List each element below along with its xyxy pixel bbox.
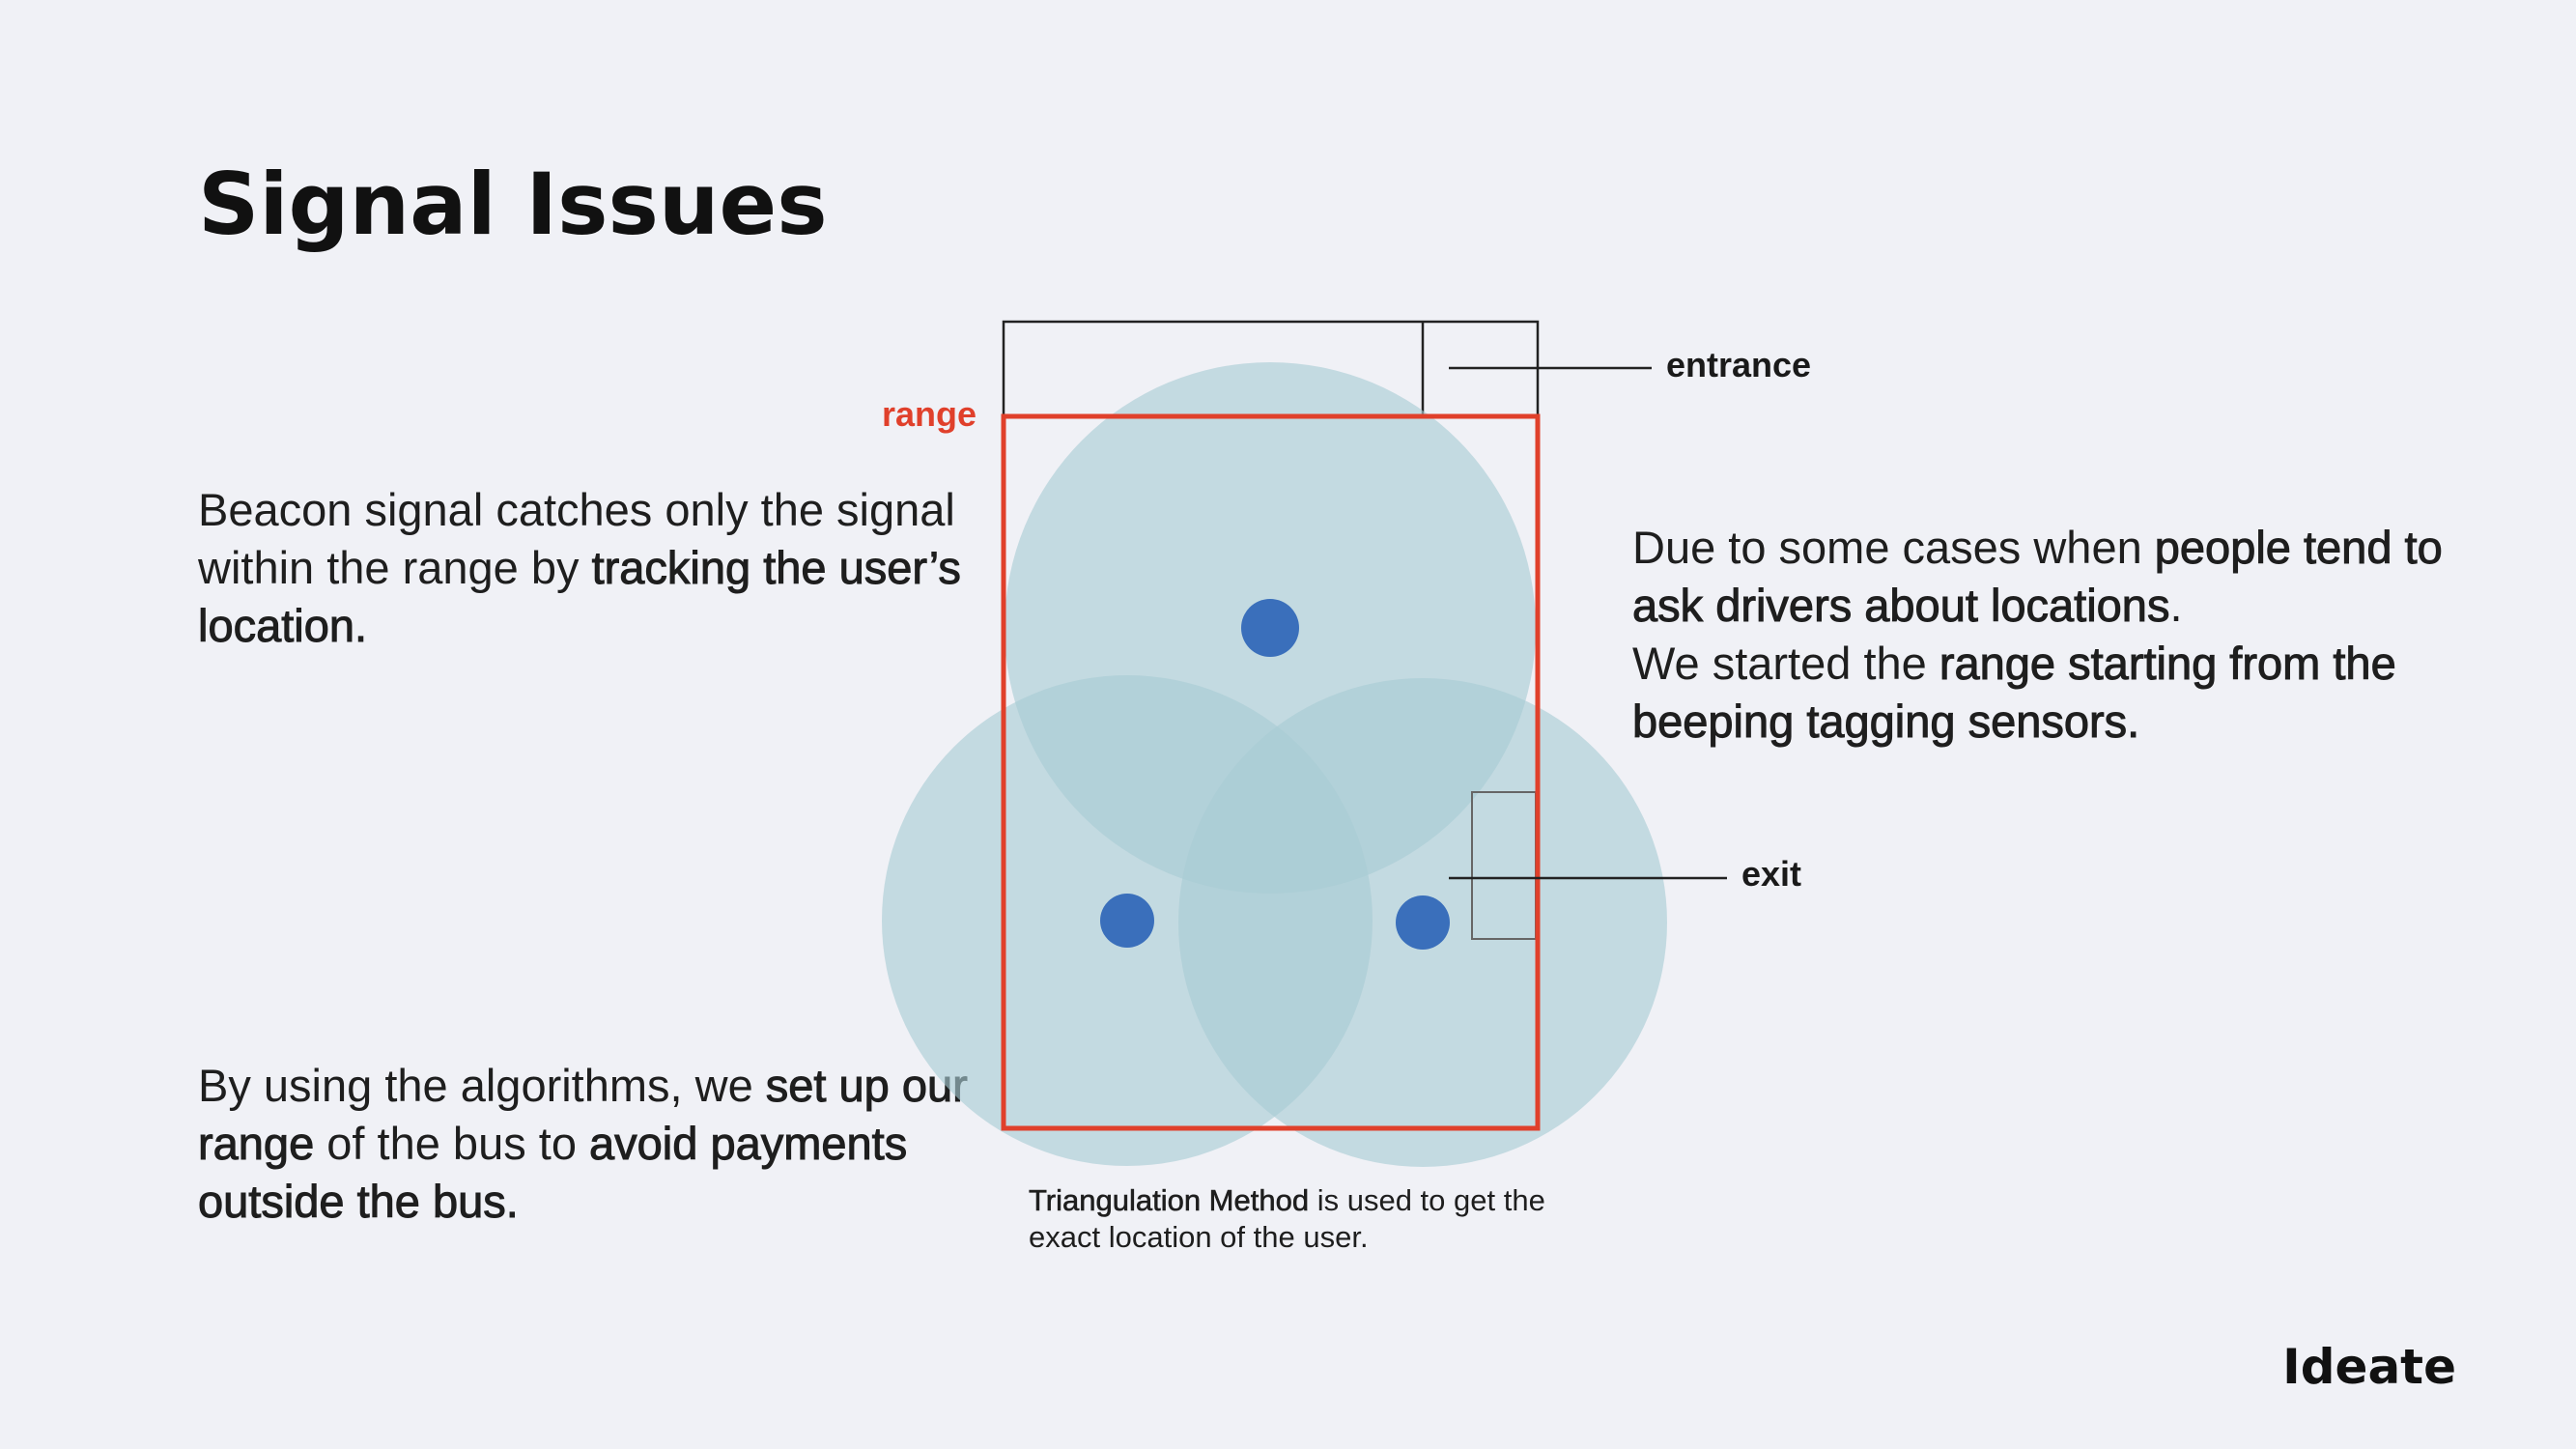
range-reason-plain-1: Due to some cases when [1632, 522, 2155, 573]
algorithm-description: By using the algorithms, we set up our r… [197, 1057, 971, 1231]
brand-logo: Ideate [2282, 1339, 2456, 1395]
coverage-circles [882, 362, 1667, 1167]
algorithm-description-plain-1: By using the algorithms, we [198, 1060, 766, 1111]
beacon-left [1100, 894, 1154, 948]
range-reason-plain-2: . [2169, 580, 2183, 631]
triangulation-caption: Triangulation Method is used to get the … [1029, 1182, 1570, 1256]
range-boundary [1001, 413, 1541, 1131]
algorithm-description-plain-2: of the bus to [314, 1118, 590, 1169]
range-reason-emphasis-1: people tend to ask drivers about locatio… [1632, 522, 2444, 632]
range-reason-description: Due to some cases when people tend to as… [1632, 519, 2463, 751]
algorithm-description-emphasis-2: avoid payments outside the bus. [197, 1118, 908, 1228]
beacon-top [1241, 599, 1299, 657]
triangulation-caption-emphasis: Triangulation Method [1029, 1183, 1310, 1218]
entrance-label: entrance [1666, 345, 1811, 384]
triangulation-caption-plain: is used to get the exact location of the… [1029, 1183, 1545, 1254]
exit-label: exit [1741, 854, 1801, 894]
beacon-description-emphasis: tracking the user’s location. [198, 542, 962, 652]
beacon-description-plain: Beacon signal catches only the signal wi… [198, 484, 955, 593]
range-label: range [882, 394, 977, 434]
range-reason-emphasis-2: range starting from the beeping tagging … [1632, 638, 2397, 748]
range-reason-plain-3: We started the [1632, 638, 1939, 689]
beacon-right [1396, 895, 1450, 950]
page-title: Signal Issues [198, 155, 828, 254]
beacon-description: Beacon signal catches only the signal wi… [198, 481, 971, 655]
